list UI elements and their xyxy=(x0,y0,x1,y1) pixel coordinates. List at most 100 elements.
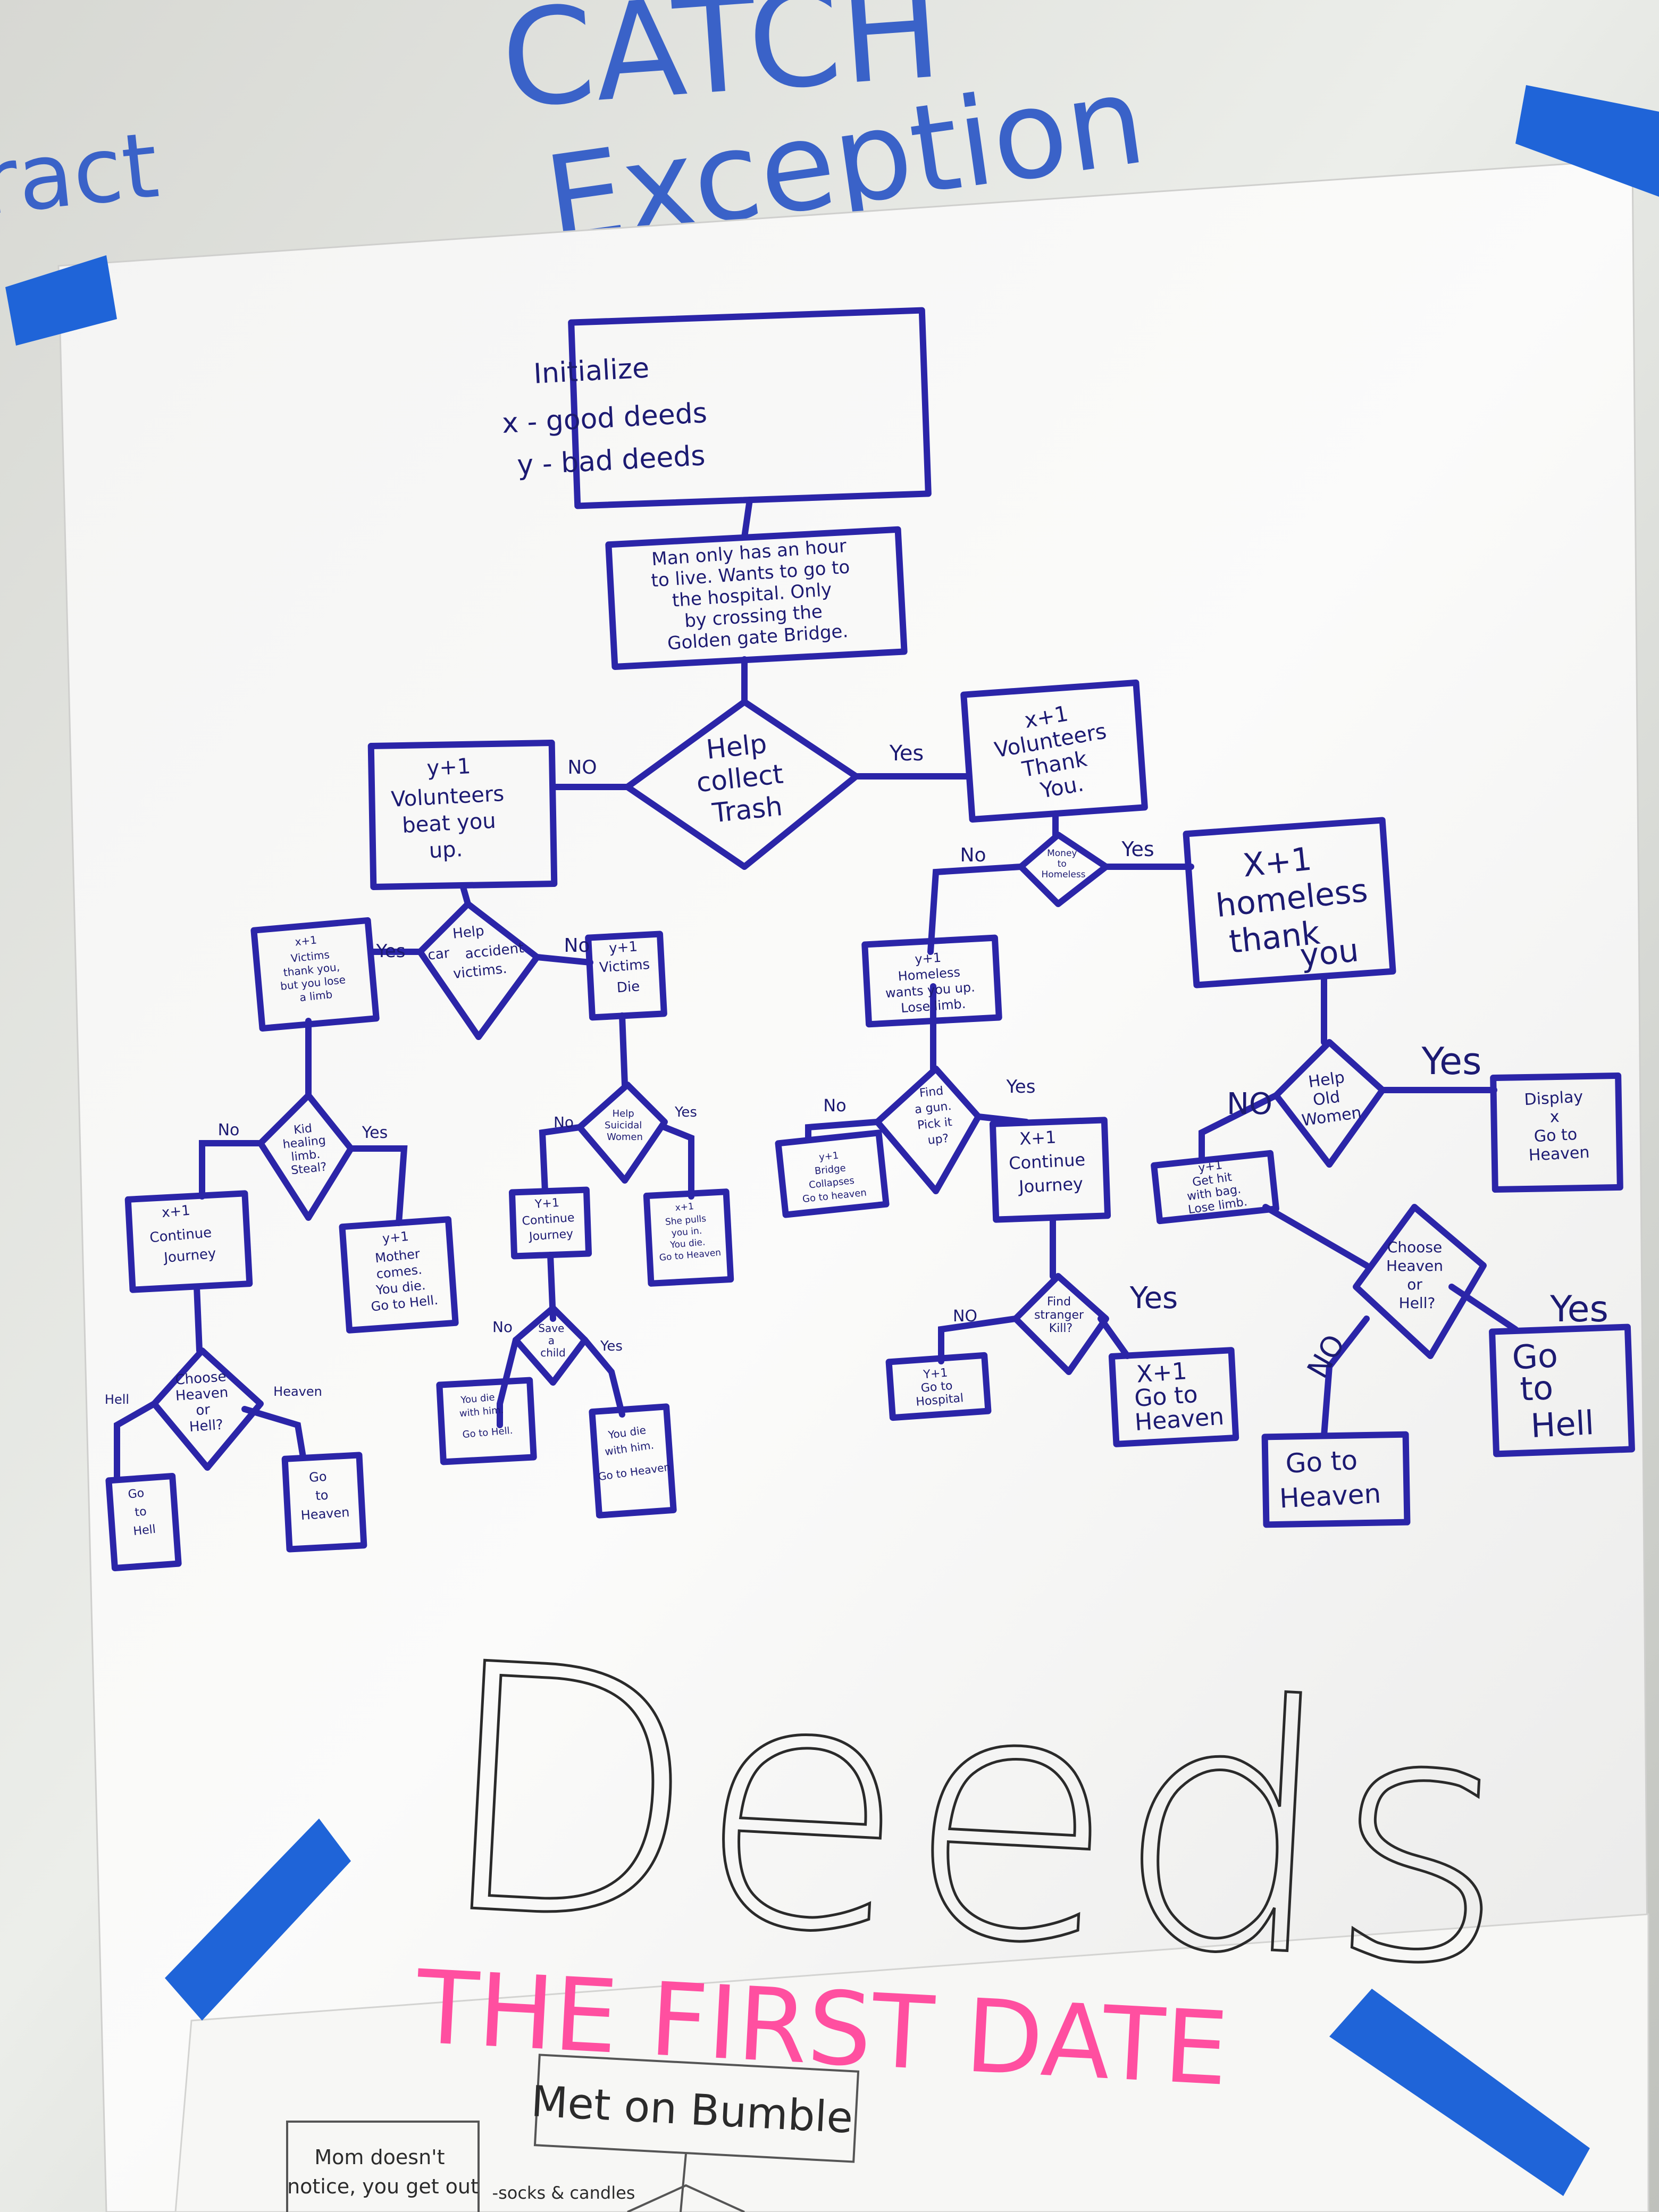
node-victims-die xyxy=(585,931,667,1021)
node-find-stranger-line1: Find xyxy=(1047,1295,1071,1309)
node-go-hospital-line1: Y+1 xyxy=(923,1366,949,1381)
node-victims-die-line1: y+1 xyxy=(608,939,638,957)
node-choose-right-line1: Choose xyxy=(1387,1238,1442,1256)
tape-bottom-left xyxy=(165,1819,351,2021)
node-go-hell-left-line3: Hell xyxy=(132,1523,156,1538)
svg-text:Find stranger Kill: Find stranger Kill? xyxy=(1034,1295,1087,1335)
node-homeless-limb xyxy=(861,934,1002,1028)
label-gun-no: No xyxy=(823,1095,847,1116)
svg-text:Choose Heaven or: Choose Heaven or Hell? xyxy=(1386,1238,1448,1312)
svg-text:Go to Heaven: Go to Heaven xyxy=(298,1468,350,1523)
node-volunteers-thank xyxy=(960,679,1148,823)
node-choose-heaven-hell-left xyxy=(151,1347,264,1471)
node-choose-left-line4: Hell? xyxy=(189,1417,224,1435)
svg-text:Go to Hell: Go to Hell xyxy=(127,1486,156,1538)
node-bridge-collapses xyxy=(775,1129,890,1218)
node-xplus1-heaven-line1: X+1 xyxy=(1136,1358,1188,1388)
label-suicidal-yes: Yes xyxy=(674,1104,697,1120)
label-stranger-no: NO xyxy=(953,1307,977,1326)
label-car-yes: Yes xyxy=(376,941,406,962)
node-money-homeless xyxy=(1018,832,1109,907)
node-find-stranger-line2: stranger xyxy=(1034,1309,1084,1322)
second-poster xyxy=(174,1913,1649,2212)
node-kid-healing-line3: limb. xyxy=(290,1148,321,1164)
svg-text:Go to Heaven: Go to Heaven xyxy=(1277,1444,1381,1514)
node-continue-journey-right xyxy=(989,1117,1111,1223)
node-go-to-hell-left xyxy=(105,1473,182,1571)
node-she-pulls xyxy=(643,1188,734,1287)
node-save-child-line2: a xyxy=(548,1334,555,1347)
node-display-x-line2: x xyxy=(1549,1108,1560,1127)
node-display-x-line3: Go to xyxy=(1534,1125,1578,1146)
node-she-pulls-line3: you in. xyxy=(671,1226,702,1239)
node-go-heaven-right-line1: Go to xyxy=(1285,1445,1358,1479)
bumble-diamond-partial xyxy=(627,2184,745,2212)
met-on-bumble-box xyxy=(533,2054,860,2163)
edge-labels: Yes NO Yes No Yes NO Yes No Yes NO Yes N… xyxy=(105,741,1608,1407)
label-car-no: No xyxy=(564,935,590,957)
node-go-heaven-right-line2: Heaven xyxy=(1279,1478,1382,1514)
node-go-to-heaven-right xyxy=(1261,1431,1411,1528)
node-go-to-heaven-left xyxy=(281,1452,367,1553)
node-help-old-women xyxy=(1273,1039,1386,1168)
whiteboard-left-fragment: ract xyxy=(0,113,163,236)
label-trash-yes: Yes xyxy=(889,741,924,766)
node-find-stranger-line3: Kill? xyxy=(1049,1322,1073,1335)
node-init-line1: Initialize xyxy=(533,352,650,390)
node-homeless-thank xyxy=(1183,817,1396,988)
node-bridge-line1: y+1 xyxy=(818,1150,839,1163)
mom-note-line1: Mom doesn't xyxy=(314,2146,445,2169)
svg-text:y+1 Mother comes.: y+1 Mother comes. You die. Go to Hell. xyxy=(363,1226,439,1314)
flowchart: Initialize x - good deeds y - bad deeds … xyxy=(105,307,1635,1571)
mom-note-box xyxy=(286,2121,480,2212)
node-continue-journey-right-line1: X+1 xyxy=(1019,1127,1057,1149)
node-money-homeless-line3: Homeless xyxy=(1041,869,1085,880)
node-kid-healing xyxy=(257,1092,354,1221)
svg-text:Find a gun. Pick i: Find a gun. Pick it up? xyxy=(912,1083,959,1148)
node-you-die-heaven xyxy=(589,1403,677,1519)
label-kid-no: No xyxy=(218,1121,240,1139)
label-money-no: No xyxy=(960,844,986,866)
label-gun-yes: Yes xyxy=(1006,1076,1036,1097)
label-kid-yes: Yes xyxy=(362,1124,388,1142)
node-mother-comes-line1: y+1 xyxy=(382,1229,409,1246)
label-money-yes: Yes xyxy=(1121,837,1154,861)
node-continue-journey-mid xyxy=(508,1186,592,1260)
node-help-suicidal-line3: Women xyxy=(607,1132,643,1143)
node-choose-left-line1: Choose xyxy=(175,1369,227,1388)
node-victims-thank xyxy=(250,917,380,1032)
svg-text:Display x Go to: Display x Go to Heaven xyxy=(1524,1087,1591,1165)
node-help-trash-line3: Trash xyxy=(710,791,784,829)
node-display-x-line1: Display xyxy=(1524,1087,1583,1109)
poster-title-deeds: Deeds xyxy=(426,1590,1520,2042)
label-child-yes: Yes xyxy=(600,1338,623,1354)
node-victims-die-line2: Victims xyxy=(599,957,650,976)
node-volunteers-beat-line2: Volunteers xyxy=(390,782,505,812)
node-continue-journey-right-line3: Journey xyxy=(1017,1174,1084,1197)
node-help-old-women-line2: Old xyxy=(1312,1087,1341,1110)
node-xplus1-heaven-line2: Go to xyxy=(1134,1381,1199,1412)
node-go-hell-right-line3: Hell xyxy=(1530,1403,1595,1445)
svg-text:X+1 Continue Journ: X+1 Continue Journey xyxy=(1007,1125,1093,1197)
label-choose-left-heaven: Heaven xyxy=(273,1384,322,1399)
svg-text:Money to Homeless: Money to Homeless xyxy=(1041,848,1085,880)
svg-text:Mom doesn't notice, you ge: Mom doesn't notice, you get out xyxy=(287,2146,479,2198)
node-choose-right-line2: Heaven xyxy=(1386,1257,1443,1275)
node-mother-comes xyxy=(339,1216,459,1334)
node-help-car-line1: Help xyxy=(452,923,485,942)
label-suicidal-no: No xyxy=(554,1113,574,1131)
svg-text:Go to Hell: Go to Hell xyxy=(1511,1334,1595,1446)
svg-text:Choose Heaven or: Choose Heaven or Hell? xyxy=(174,1368,236,1436)
node-intro xyxy=(605,526,908,670)
node-help-car-accident xyxy=(417,901,540,1040)
tape-top-right xyxy=(1515,85,1659,197)
node-choose-heaven-hell-right xyxy=(1353,1204,1487,1359)
node-volunteers-beat xyxy=(367,740,558,890)
node-get-hit-bag xyxy=(1151,1150,1279,1225)
label-choose-left-hell: Hell xyxy=(105,1392,129,1407)
flowchart-connectors xyxy=(114,497,1519,1481)
node-go-hell-left-line2: to xyxy=(134,1505,147,1519)
svg-text:x+1 Victims thank: x+1 Victims thank you, but you lose a li… xyxy=(275,931,351,1006)
node-she-pulls-line1: x+1 xyxy=(675,1201,694,1213)
